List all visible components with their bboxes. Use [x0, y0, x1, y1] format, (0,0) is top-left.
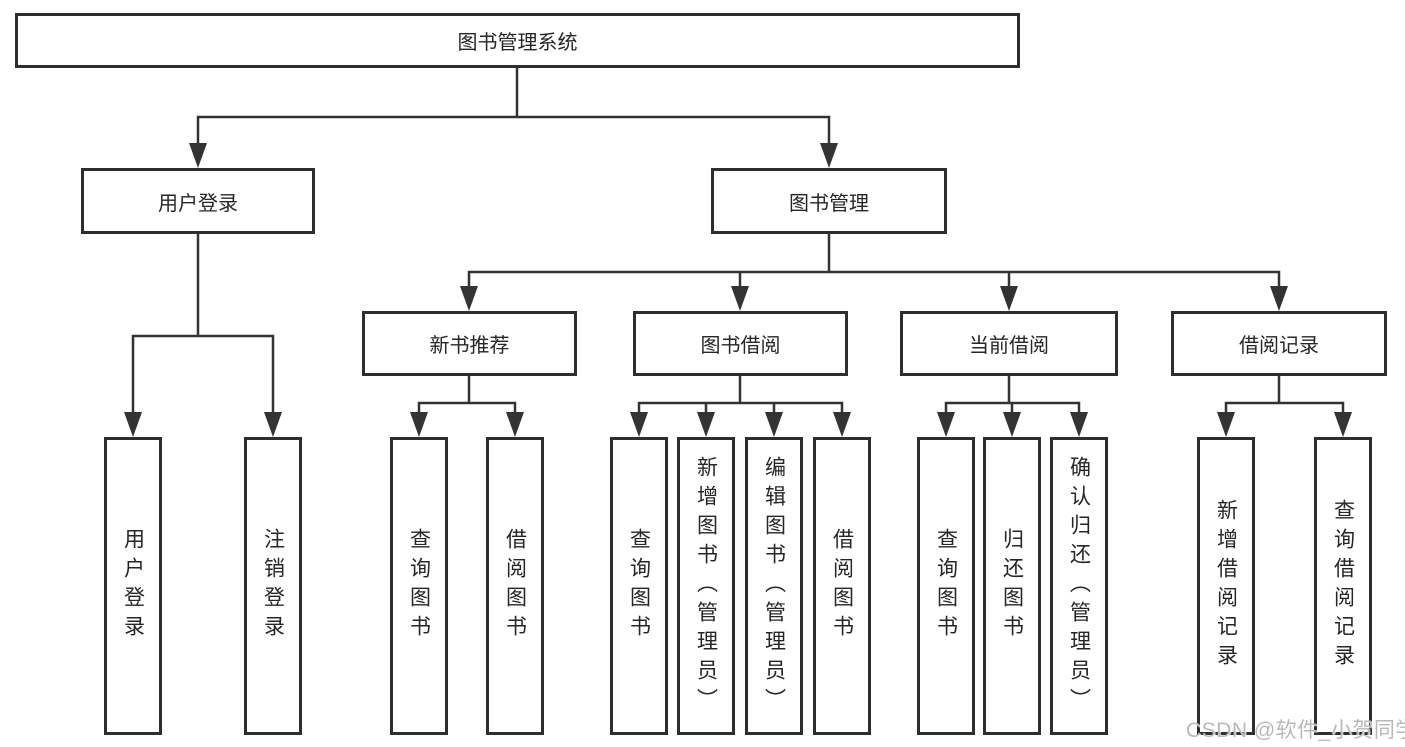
connector-current-borrowing-branch	[944, 374, 1081, 415]
node-label: 借阅记录	[1239, 335, 1319, 357]
arrow-down-icon	[630, 412, 648, 437]
arrow-down-icon	[697, 412, 715, 437]
arrow-down-icon	[731, 286, 749, 311]
connector-new-book-branch	[417, 374, 517, 415]
arrow-down-icon	[264, 412, 282, 437]
arrow-down-icon	[1270, 286, 1288, 311]
leaf-query-borrow-record: 查询借阅记录	[1314, 437, 1372, 735]
node-borrow-records: 借阅记录	[1171, 311, 1387, 376]
connector-root-to-level2	[196, 66, 831, 145]
csdn-watermark: CSDN @软件_小贺同学	[1186, 719, 1405, 742]
leaf-user-login: 用户登录	[104, 437, 162, 735]
node-label: 图书管理系统	[457, 32, 578, 54]
arrow-down-icon	[937, 412, 955, 437]
arrow-down-icon	[1003, 412, 1021, 437]
node-label: 图书借阅	[700, 335, 781, 357]
leaf-add-book-admin: 新增图书（管理员）	[677, 437, 735, 735]
leaf-query-books-borrowing: 查询图书	[610, 437, 668, 735]
connector-user-login-branch	[131, 232, 275, 414]
leaf-return-book: 归还图书	[983, 437, 1041, 735]
node-label: 查询图书	[407, 528, 431, 644]
arrow-down-icon	[189, 143, 207, 168]
arrow-down-icon	[1000, 286, 1018, 311]
node-label: 图书管理	[789, 192, 869, 215]
node-label: 查询图书	[934, 528, 958, 644]
node-current-borrowing: 当前借阅	[900, 311, 1118, 376]
arrow-down-icon	[1217, 412, 1235, 437]
connector-book-management-branch	[467, 232, 1281, 288]
node-label: 查询借阅记录	[1331, 499, 1355, 673]
node-label: 新增图书（管理员）	[694, 455, 718, 717]
node-label: 用户登录	[121, 528, 145, 644]
leaf-borrow-books-borrowing: 借阅图书	[813, 437, 871, 735]
node-book-management: 图书管理	[711, 168, 947, 234]
leaf-query-books-recommend: 查询图书	[390, 437, 448, 735]
node-book-borrowing: 图书借阅	[633, 311, 848, 376]
node-label: 当前借阅	[969, 335, 1049, 357]
node-label: 编辑图书（管理员）	[762, 455, 786, 717]
node-root: 图书管理系统	[15, 13, 1020, 68]
arrow-down-icon	[833, 412, 851, 437]
arrow-down-icon	[1334, 412, 1352, 437]
connector-borrow-records-branch	[1224, 374, 1345, 415]
node-user-login: 用户登录	[81, 168, 315, 234]
node-label: 确认归还（管理员）	[1067, 455, 1091, 717]
arrow-down-icon	[820, 143, 838, 168]
node-label: 新增借阅记录	[1214, 499, 1238, 673]
leaf-query-books-current: 查询图书	[917, 437, 975, 735]
arrow-down-icon	[506, 412, 524, 437]
arrow-down-icon	[124, 412, 142, 437]
leaf-add-borrow-record: 新增借阅记录	[1197, 437, 1255, 735]
node-label: 注销登录	[261, 528, 285, 644]
node-label: 新书推荐	[429, 335, 510, 357]
leaf-confirm-return-admin: 确认归还（管理员）	[1050, 437, 1108, 735]
node-label: 借阅图书	[503, 528, 527, 644]
node-label: 借阅图书	[830, 528, 854, 644]
leaf-logout: 注销登录	[244, 437, 302, 735]
arrow-down-icon	[1070, 412, 1088, 437]
node-new-book-recommend: 新书推荐	[362, 311, 577, 376]
node-label: 用户登录	[158, 192, 238, 215]
arrow-down-icon	[765, 412, 783, 437]
leaf-edit-book-admin: 编辑图书（管理员）	[745, 437, 803, 735]
connector-book-borrowing-branch	[637, 374, 844, 415]
arrow-down-icon	[460, 286, 478, 311]
node-label: 查询图书	[627, 528, 651, 644]
arrow-down-icon	[410, 412, 428, 437]
leaf-borrow-books-recommend: 借阅图书	[486, 437, 544, 735]
node-label: 归还图书	[1000, 528, 1024, 644]
